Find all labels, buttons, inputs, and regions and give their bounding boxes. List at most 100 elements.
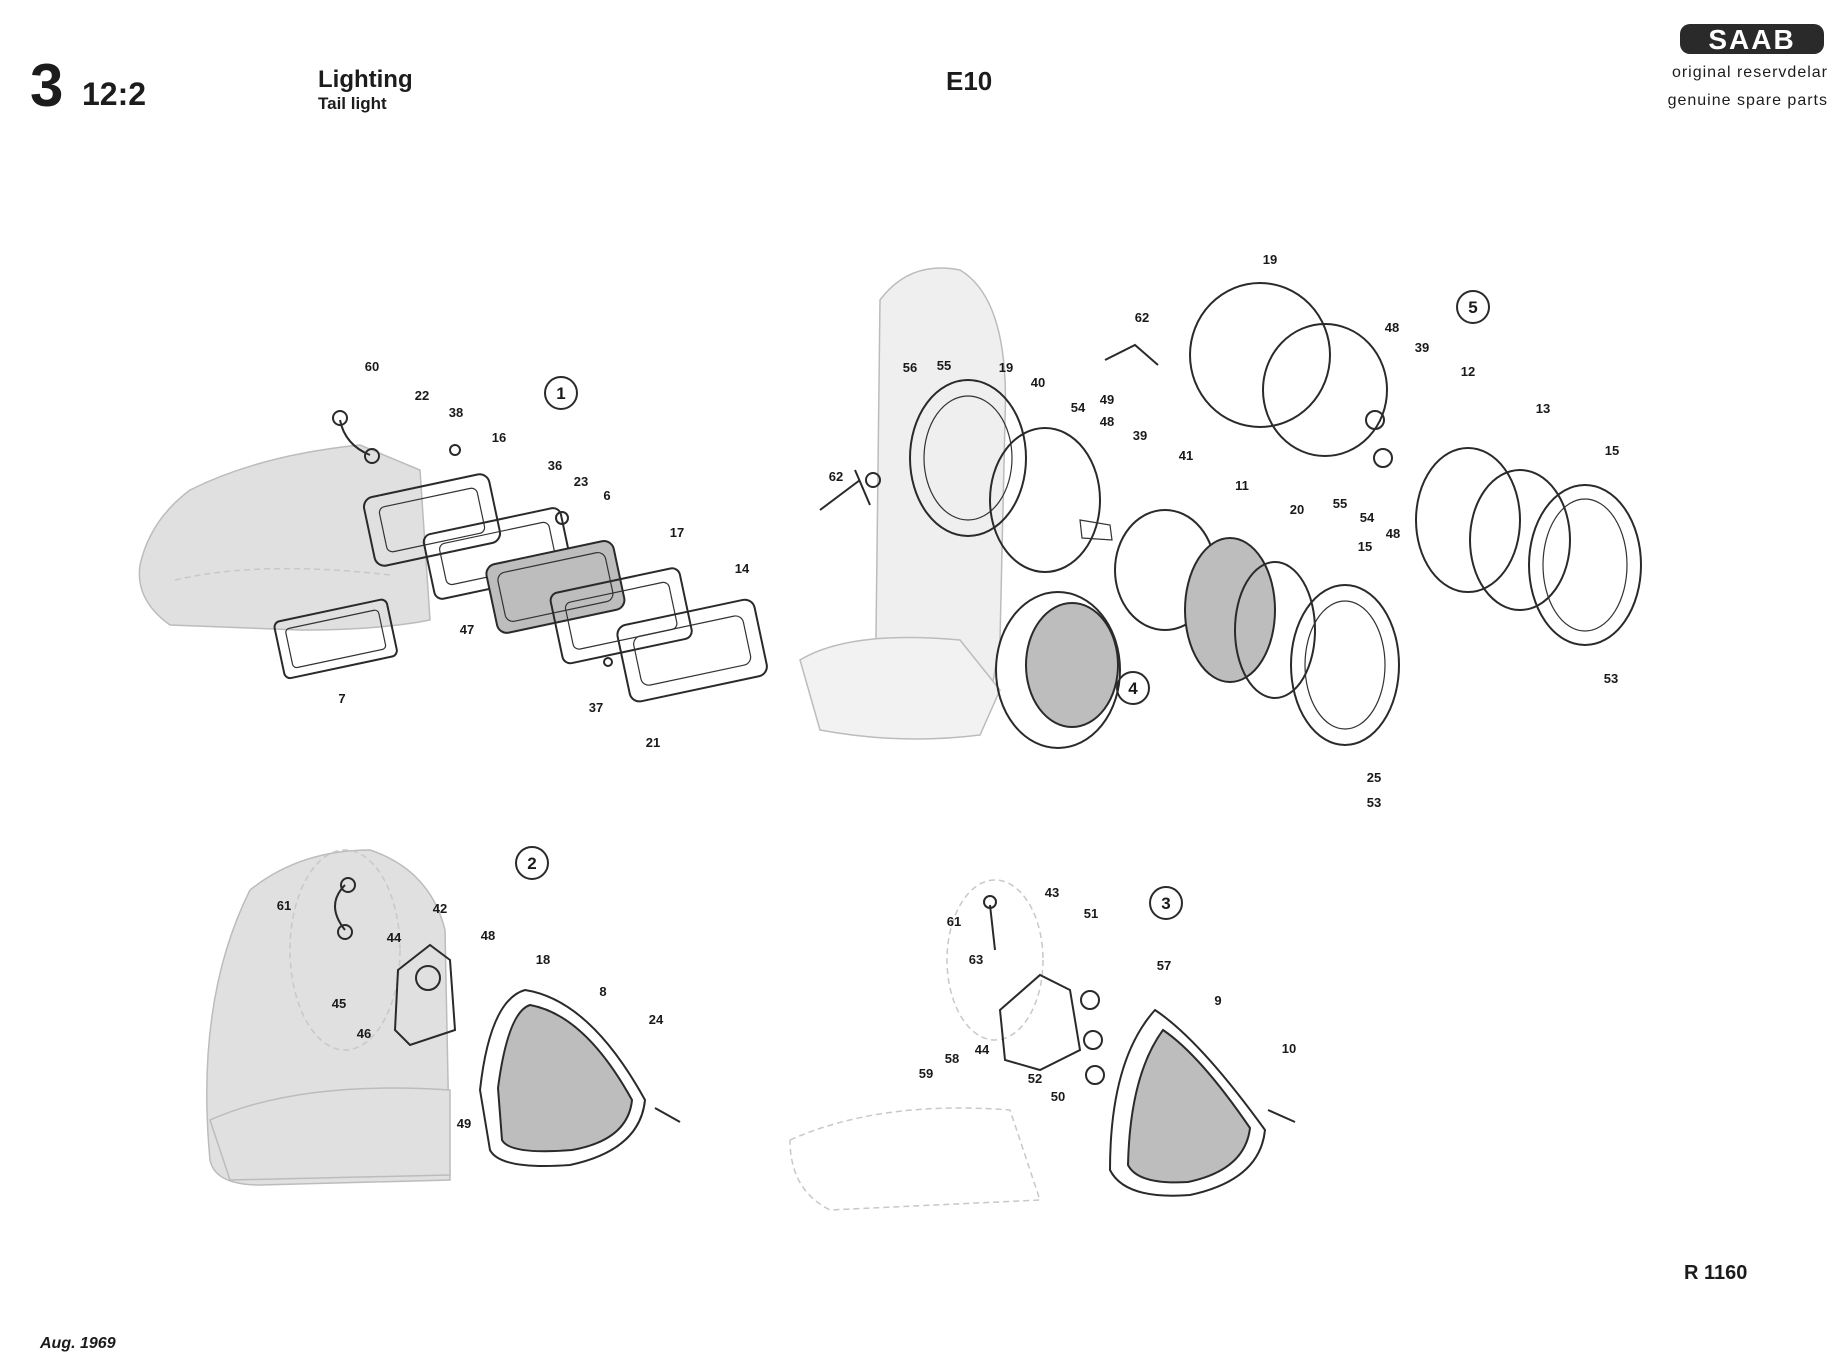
callout-41: 41	[1179, 448, 1193, 463]
callout-44b: 44	[975, 1042, 990, 1057]
car-rear-body-3	[789, 1107, 1042, 1211]
callout-60: 60	[365, 359, 379, 374]
callout-11: 11	[1235, 478, 1249, 493]
callout-62: 62	[829, 469, 843, 484]
svg-text:SAAB: SAAB	[1708, 24, 1795, 55]
group-marker-3	[1149, 886, 1183, 920]
part-37-screw	[603, 657, 613, 667]
part-19-housing	[909, 379, 1027, 537]
callout-8: 8	[599, 984, 606, 999]
section-subnumber: 12:2	[82, 76, 147, 112]
callout-37: 37	[589, 700, 603, 715]
part-48-plate	[1262, 323, 1388, 457]
section-number: 3	[30, 52, 64, 119]
part-15-rim	[1290, 584, 1400, 746]
callout-36: 36	[548, 458, 562, 473]
callout-15: 15	[1358, 539, 1372, 554]
part-8-lens	[496, 1003, 634, 1153]
group-marker-4	[1116, 671, 1150, 705]
part-17-frame	[549, 567, 693, 665]
page-title: Lighting	[318, 66, 413, 93]
group-2-assembly	[206, 849, 681, 1186]
part-24-screw	[654, 1107, 681, 1123]
callout-54: 54	[1071, 400, 1086, 415]
callout-56: 56	[903, 360, 917, 375]
part-20-ring	[1234, 561, 1316, 699]
part-14-rim	[616, 598, 768, 703]
callout-16: 16	[492, 430, 506, 445]
callout-40: 40	[1031, 375, 1045, 390]
group-marker-5	[1456, 290, 1490, 324]
callout-49b: 49	[457, 1116, 471, 1131]
callout-51: 51	[1084, 906, 1098, 921]
page-subtitle: Tail light	[318, 94, 387, 113]
brand-tagline-swedish: original reservdelar	[1671, 64, 1828, 81]
callout-23: 23	[574, 474, 588, 489]
print-date: Aug. 1969	[40, 1335, 116, 1352]
group-code: E10	[946, 66, 993, 96]
drawing-reference: R 1160	[1684, 1262, 1748, 1284]
callout-53b: 53	[1604, 671, 1618, 686]
group-4-5-assembly	[799, 267, 1642, 749]
callout-22: 22	[415, 388, 429, 403]
part-57-gasket	[1108, 1008, 1267, 1197]
callout-50: 50	[1051, 1089, 1065, 1104]
callout-58: 58	[945, 1051, 959, 1066]
callout-25: 25	[1367, 770, 1381, 785]
callout-45: 45	[332, 996, 346, 1011]
group-marker-1	[544, 376, 578, 410]
part-16-gasket	[362, 473, 502, 567]
callout-43: 43	[1045, 885, 1059, 900]
callout-17: 17	[670, 525, 684, 540]
callout-55: 55	[937, 358, 951, 373]
part-43-holder	[998, 973, 1082, 1072]
callout-54b: 54	[1360, 510, 1375, 525]
part-36-screw	[555, 511, 569, 525]
callout-9: 9	[1214, 993, 1221, 1008]
callout-24: 24	[649, 1012, 664, 1027]
callout-55b: 55	[1333, 496, 1347, 511]
svg-text:2: 2	[527, 854, 536, 873]
car-rear-body-1	[138, 444, 431, 631]
callout-46: 46	[357, 1026, 371, 1041]
callout-18: 18	[536, 952, 550, 967]
callout-14: 14	[735, 561, 750, 576]
callout-59: 59	[919, 1066, 933, 1081]
part-42-holder	[393, 943, 457, 1047]
callout-61: 61	[277, 898, 291, 913]
callout-48c: 48	[1386, 526, 1400, 541]
group-1-assembly	[138, 410, 768, 703]
group-4-lamp-housing	[995, 591, 1121, 749]
part-19-housing-right	[1189, 282, 1331, 428]
brand-tagline-english: genuine spare parts	[1667, 92, 1828, 109]
saab-logo: SAAB	[1680, 24, 1824, 55]
part-12-ring	[1415, 447, 1521, 593]
callout-10: 10	[1282, 1041, 1296, 1056]
callout-39b: 39	[1415, 340, 1429, 355]
svg-text:5: 5	[1468, 298, 1477, 317]
group-3-assembly	[789, 879, 1296, 1211]
part-7-reflector	[273, 598, 398, 680]
callout-7: 7	[338, 691, 345, 706]
part-lens-1	[485, 540, 626, 634]
callout-12: 12	[1461, 364, 1475, 379]
callout-38: 38	[449, 405, 463, 420]
callout-48d: 48	[481, 928, 495, 943]
callout-20: 20	[1290, 502, 1304, 517]
part-10-screw	[1267, 1109, 1296, 1123]
callout-44: 44	[387, 930, 402, 945]
callout-49: 49	[1100, 392, 1114, 407]
part-11-reflector	[1184, 537, 1276, 683]
part-62-socket	[819, 469, 871, 511]
callout-47: 47	[460, 622, 474, 637]
callout-15b: 15	[1605, 443, 1619, 458]
callout-57: 57	[1157, 958, 1171, 973]
callout-48b: 48	[1385, 320, 1399, 335]
callout-21: 21	[646, 735, 660, 750]
callout-63: 63	[969, 952, 983, 967]
callout-13: 13	[1536, 401, 1550, 416]
callout-52: 52	[1028, 1071, 1042, 1086]
svg-text:1: 1	[556, 384, 565, 403]
callout-61b: 61	[947, 914, 961, 929]
